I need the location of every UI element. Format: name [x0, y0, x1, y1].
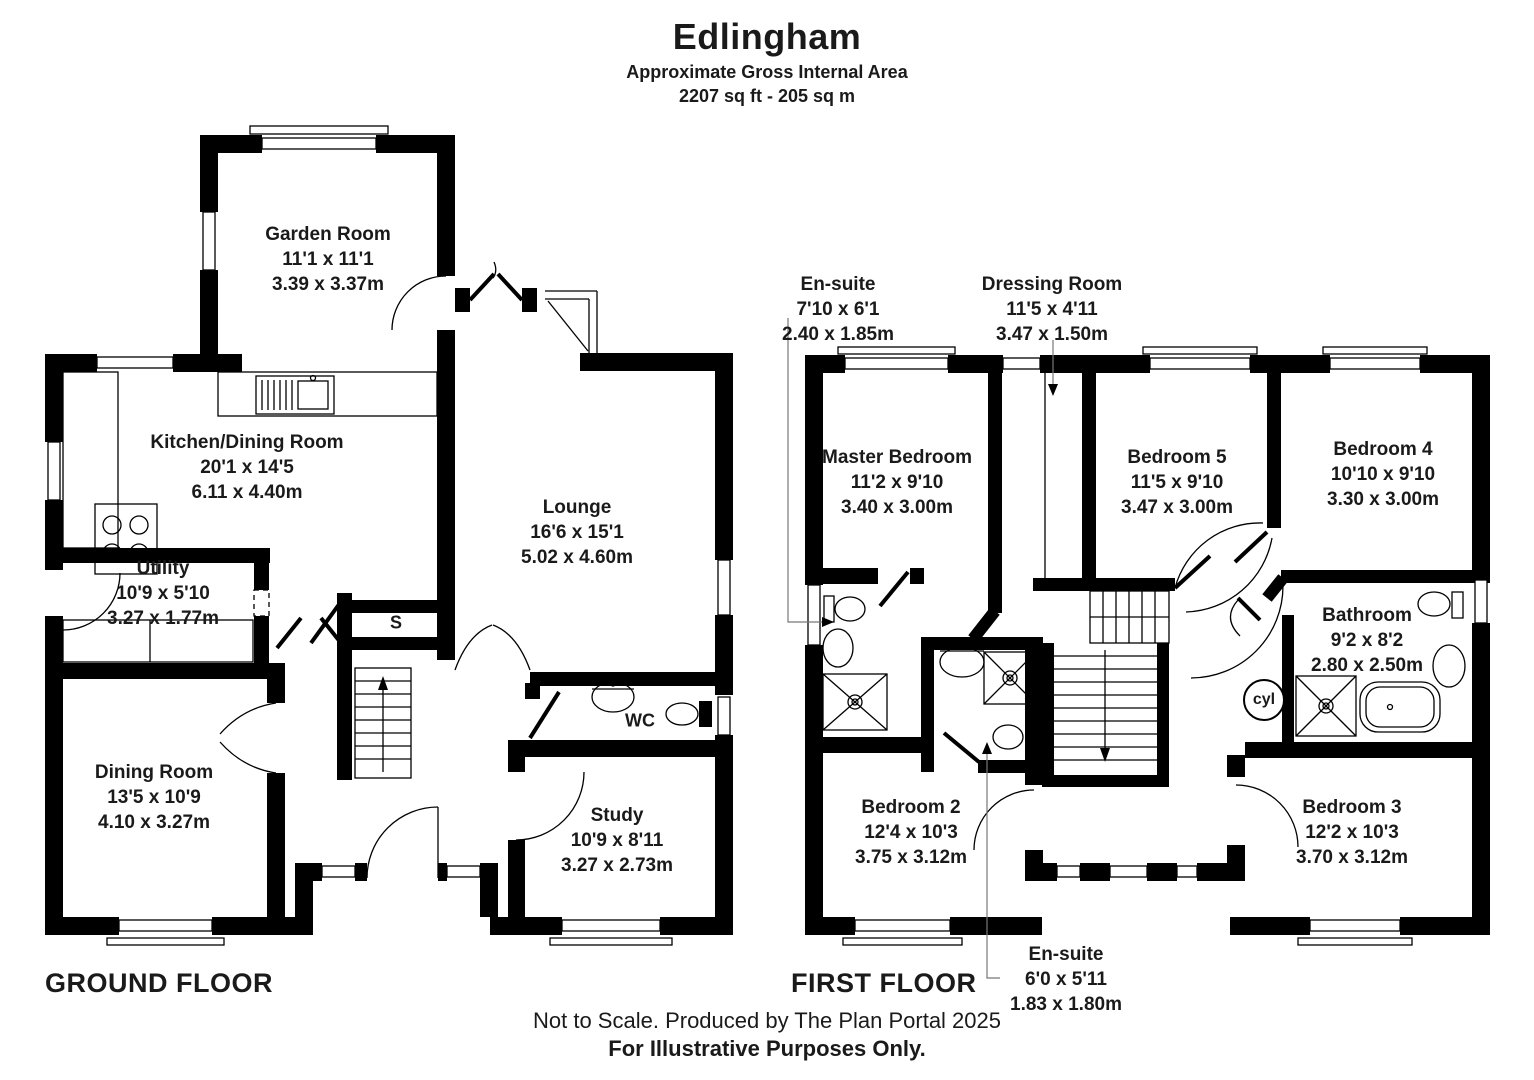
room-label-study: Study 10'9 x 8'11 3.27 x 2.73m [561, 803, 673, 878]
callout-dims-m: 2.40 x 1.85m [782, 324, 894, 345]
room-name: Garden Room [265, 224, 391, 245]
ground-floor-title: GROUND FLOOR [45, 968, 273, 998]
room-name: Bedroom 3 [1302, 797, 1402, 818]
room-dims-ft: 11'1 x 11'1 [282, 249, 374, 270]
room-dims-m: 3.70 x 3.12m [1296, 847, 1408, 868]
callout-dims-ft: 6'0 x 5'11 [1025, 969, 1107, 990]
room-label-bedroom-4: Bedroom 4 10'10 x 9'10 3.30 x 3.00m [1327, 437, 1439, 512]
gross-internal-area: 2207 sq ft - 205 sq m [678, 86, 856, 106]
room-dims-m: 3.30 x 3.00m [1327, 489, 1439, 510]
storage-label: S [389, 612, 403, 633]
room-label-garden-room: Garden Room 11'1 x 11'1 3.39 x 3.37m [265, 222, 391, 297]
room-dims-ft: 10'9 x 5'10 [116, 583, 210, 604]
room-dims-ft: 13'5 x 10'9 [107, 787, 201, 808]
first-floor-door-leaves [878, 530, 1269, 764]
wc-label: WC [625, 710, 655, 731]
room-name: Utility [136, 558, 190, 579]
room-name: Bedroom 2 [861, 797, 961, 818]
callout-dims-m: 1.83 x 1.80m [1010, 994, 1122, 1015]
room-dims-ft: 9'2 x 8'2 [1330, 630, 1404, 651]
room-dims-m: 3.27 x 1.77m [107, 608, 219, 629]
callout-dims-m: 3.47 x 1.50m [996, 324, 1108, 345]
room-dims-ft: 10'9 x 8'11 [570, 830, 664, 851]
callout-label-ensuite-2: En-suite 6'0 x 5'11 1.83 x 1.80m [1010, 942, 1122, 1017]
ground-floor-plan [45, 135, 733, 935]
room-name: Lounge [542, 497, 612, 518]
room-name: Master Bedroom [822, 447, 972, 468]
callout-dims-ft: 7'10 x 6'1 [796, 299, 880, 320]
room-dims-m: 6.11 x 4.40m [191, 482, 303, 503]
callout-arrowheads [822, 384, 1058, 754]
cylinder-cupboard-label: cyl [1243, 679, 1285, 721]
first-floor-windows [807, 346, 1488, 946]
room-name: Kitchen/Dining Room [150, 432, 344, 453]
room-label-master-bedroom: Master Bedroom 11'2 x 9'10 3.40 x 3.00m [822, 445, 972, 520]
room-dims-ft: 10'10 x 9'10 [1330, 464, 1436, 485]
room-name: Bedroom 5 [1127, 447, 1227, 468]
footer-disclaimer: Not to Scale. Produced by The Plan Porta… [533, 1008, 1001, 1033]
room-name: Bathroom [1322, 605, 1412, 626]
room-dims-m: 3.40 x 3.00m [841, 497, 953, 518]
page-title: Edlingham [672, 16, 862, 57]
room-name: Dining Room [94, 762, 214, 783]
room-dims-m: 3.27 x 2.73m [561, 855, 673, 876]
callout-name: Dressing Room [981, 274, 1123, 295]
room-label-utility: Utility 10'9 x 5'10 3.27 x 1.77m [107, 556, 219, 631]
room-dims-ft: 12'2 x 10'3 [1305, 822, 1399, 843]
room-label-bedroom-3: Bedroom 3 12'2 x 10'3 3.70 x 3.12m [1296, 795, 1408, 870]
first-floor-title: FIRST FLOOR [791, 968, 977, 998]
room-dims-ft: 11'2 x 9'10 [850, 472, 944, 493]
ground-floor-windows [47, 125, 731, 946]
footer-illustrative-note: For Illustrative Purposes Only. [608, 1036, 926, 1061]
ground-floor-door-leaves [275, 272, 561, 740]
stairs-up-arrow [378, 676, 388, 690]
room-name: Study [590, 805, 644, 826]
room-dims-ft: 12'4 x 10'3 [864, 822, 958, 843]
room-dims-ft: 11'5 x 9'10 [1130, 472, 1224, 493]
stairs-down-arrow [1100, 748, 1110, 762]
room-label-lounge: Lounge 16'6 x 15'1 5.02 x 4.60m [521, 495, 633, 570]
callout-label-ensuite-master: En-suite 7'10 x 6'1 2.40 x 1.85m [782, 272, 894, 347]
callout-name: En-suite [1028, 944, 1104, 965]
room-label-dining-room: Dining Room 13'5 x 10'9 4.10 x 3.27m [95, 760, 213, 835]
room-dims-m: 3.75 x 3.12m [855, 847, 967, 868]
cylinder-text: cyl [1252, 691, 1276, 708]
page-subtitle: Approximate Gross Internal Area [626, 62, 908, 82]
room-dims-m: 2.80 x 2.50m [1311, 655, 1423, 676]
room-name: Bedroom 4 [1333, 439, 1433, 460]
room-label-kitchen-dining: Kitchen/Dining Room 20'1 x 14'5 6.11 x 4… [150, 430, 343, 505]
callout-label-dressing-room: Dressing Room 11'5 x 4'11 3.47 x 1.50m [982, 272, 1122, 347]
room-dims-ft: 16'6 x 15'1 [530, 522, 624, 543]
room-dims-ft: 20'1 x 14'5 [200, 457, 294, 478]
callout-name: En-suite [800, 274, 876, 295]
ground-floor-details [62, 261, 699, 879]
first-floor-details [822, 373, 1466, 851]
room-label-bedroom-5: Bedroom 5 11'5 x 9'10 3.47 x 3.00m [1121, 445, 1233, 520]
room-dims-m: 4.10 x 3.27m [98, 812, 210, 833]
first-floor-plan [805, 355, 1490, 935]
callout-leader-lines [787, 318, 1054, 979]
callout-dims-ft: 11'5 x 4'11 [1006, 299, 1098, 320]
room-dims-m: 5.02 x 4.60m [521, 547, 633, 568]
room-label-bedroom-2: Bedroom 2 12'4 x 10'3 3.75 x 3.12m [855, 795, 967, 870]
room-dims-m: 3.47 x 3.00m [1121, 497, 1233, 518]
room-label-bathroom: Bathroom 9'2 x 8'2 2.80 x 2.50m [1311, 603, 1423, 678]
room-dims-m: 3.39 x 3.37m [272, 274, 384, 295]
first-floor-angled-walls [968, 574, 1288, 643]
